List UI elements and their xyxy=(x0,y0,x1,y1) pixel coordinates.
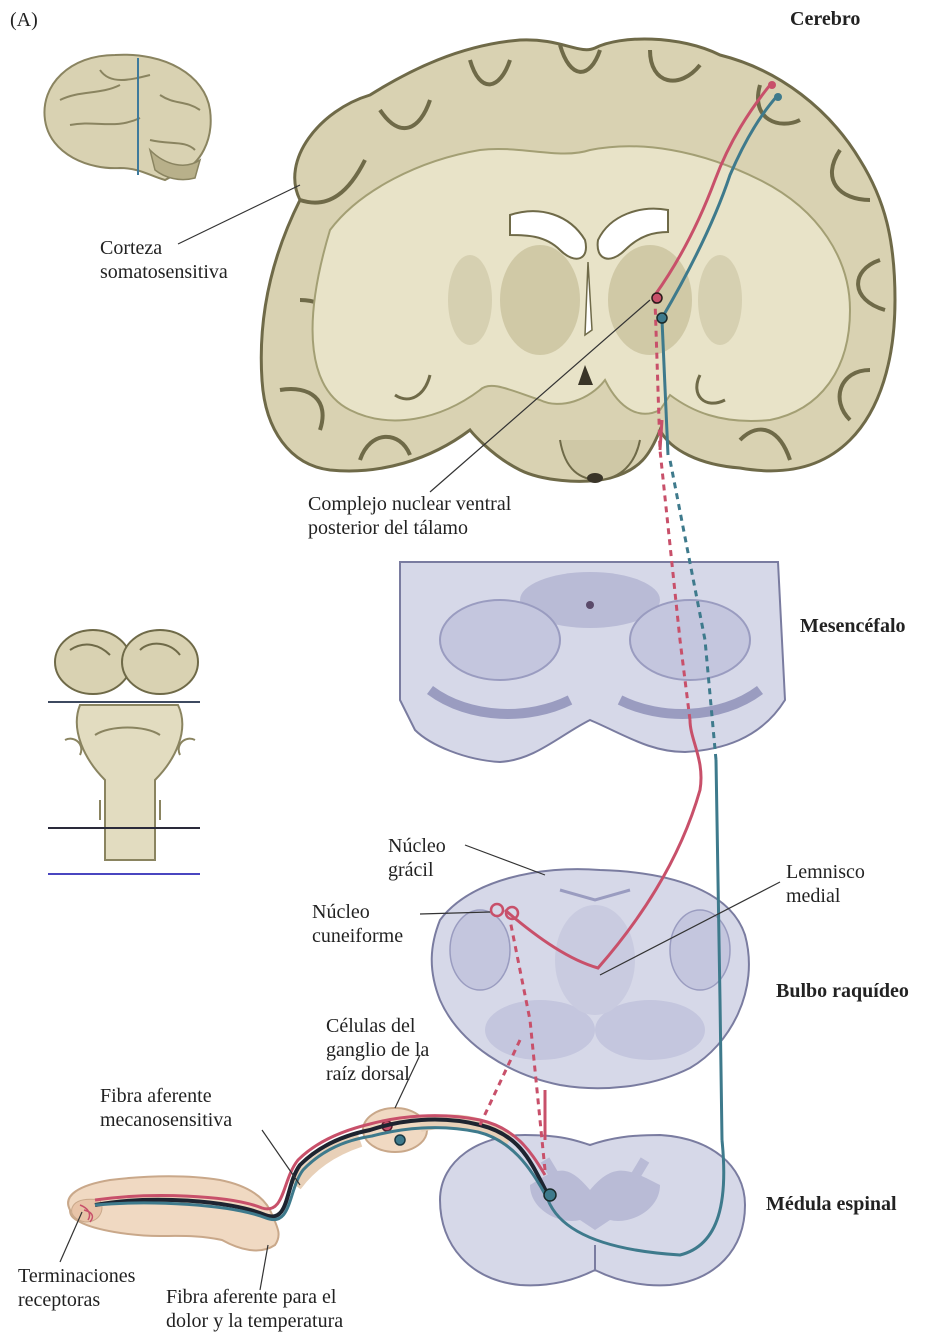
label-fibra-dolor-1: Fibra aferente para el xyxy=(166,1286,337,1308)
cortex-terminal-mechano xyxy=(768,81,776,89)
medulla-section xyxy=(432,869,749,1088)
panel-letter: (A) xyxy=(10,9,38,31)
label-fibra-mecano-1: Fibra aferente xyxy=(100,1085,212,1107)
label-cuneiforme-2: cuneiforme xyxy=(312,925,403,947)
label-ganglio-3: raíz dorsal xyxy=(326,1063,410,1085)
label-ganglio-1: Células del xyxy=(326,1015,416,1037)
coronal-brain-section xyxy=(261,39,895,483)
label-corteza-1: Corteza xyxy=(100,237,162,259)
label-lemnisco-2: medial xyxy=(786,885,841,907)
region-mesencefalo: Mesencéfalo xyxy=(800,615,906,637)
label-ganglio-2: ganglio de la xyxy=(326,1039,429,1061)
label-gracil-2: grácil xyxy=(388,859,434,881)
label-corteza-2: somatosensitiva xyxy=(100,261,228,283)
label-complejo-2: posterior del tálamo xyxy=(308,517,468,539)
brainstem-thumbnail xyxy=(48,630,200,874)
label-fibra-mecano-2: mecanosensitiva xyxy=(100,1109,232,1131)
dorsal-horn-synapse xyxy=(544,1189,556,1201)
thalamus-synapse-mechano xyxy=(652,293,662,303)
label-complejo-1: Complejo nuclear ventral xyxy=(308,493,512,515)
label-cuneiforme-1: Núcleo xyxy=(312,901,370,923)
brain-thumbnail xyxy=(44,55,210,180)
label-fibra-dolor-2: dolor y la temperatura xyxy=(166,1310,343,1332)
label-terminaciones-2: receptoras xyxy=(18,1289,100,1311)
label-gracil-1: Núcleo xyxy=(388,835,446,857)
region-cerebro: Cerebro xyxy=(790,8,860,30)
spinal-cord-section xyxy=(440,1135,745,1285)
region-bulbo: Bulbo raquídeo xyxy=(776,980,909,1002)
label-lemnisco-1: Lemnisco xyxy=(786,861,865,883)
label-terminaciones-1: Terminaciones xyxy=(18,1265,136,1287)
midbrain-section xyxy=(400,562,785,762)
cortex-terminal-pain xyxy=(774,93,782,101)
region-medula: Médula espinal xyxy=(766,1193,897,1215)
thalamus-synapse-pain xyxy=(657,313,667,323)
